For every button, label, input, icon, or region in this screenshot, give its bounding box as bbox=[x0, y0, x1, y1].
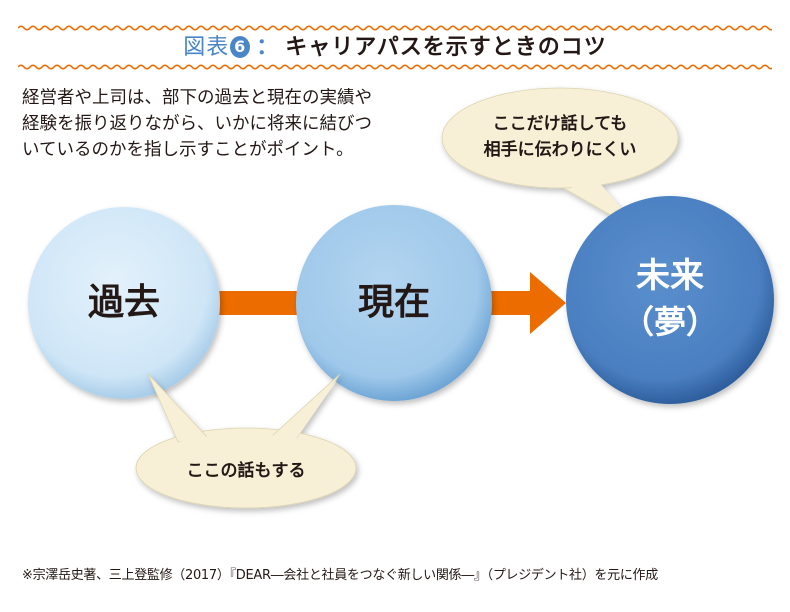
wavy-rule-top bbox=[18, 25, 772, 31]
lead-line: いているのかを指し示すことがポイント。 bbox=[22, 140, 354, 160]
source-footnote: ※宗澤岳史著、三上登監修（2017）『DEAR―会社と社員をつなぐ新しい関係―』… bbox=[22, 568, 658, 583]
lead-paragraph: 経営者や上司は、部下の過去と現在の実績や 経験を振り返りながら、いかに将来に結び… bbox=[22, 85, 422, 163]
node-future-label: 未来 bbox=[636, 256, 704, 296]
callout-bubble-past-present bbox=[135, 373, 357, 509]
callout-past-present-text: ここの話もする bbox=[156, 458, 336, 484]
node-future-sublabel: （夢） bbox=[621, 303, 718, 341]
callout-line: ここだけ話しても bbox=[492, 114, 628, 134]
arrow-head-icon bbox=[530, 272, 566, 334]
callout-line: 相手に伝わりにくい bbox=[483, 140, 637, 160]
node-past-label: 過去 bbox=[87, 282, 160, 323]
figure-prefix: 図表 bbox=[183, 35, 230, 60]
connector-bar-past-present bbox=[208, 291, 298, 315]
lead-line: 経験を振り返りながら、いかに将来に結びつ bbox=[22, 114, 372, 134]
title-colon: ： bbox=[256, 35, 280, 60]
node-future-circle bbox=[566, 196, 774, 404]
node-past-circle bbox=[28, 207, 220, 399]
figure-title-text: キャリアパスを示すときのコツ bbox=[285, 35, 607, 60]
connector-bar-present-future bbox=[490, 291, 534, 315]
lead-line: 経営者や上司は、部下の過去と現在の実績や bbox=[22, 88, 372, 108]
callout-line: ここの話もする bbox=[186, 461, 306, 481]
wavy-rule-bottom bbox=[18, 64, 772, 70]
node-present-circle bbox=[296, 205, 492, 401]
callout-future-text: ここだけ話しても 相手に伝わりにくい bbox=[460, 111, 660, 163]
node-present-label: 現在 bbox=[357, 282, 430, 323]
figure-number-badge: 6 bbox=[230, 36, 251, 58]
